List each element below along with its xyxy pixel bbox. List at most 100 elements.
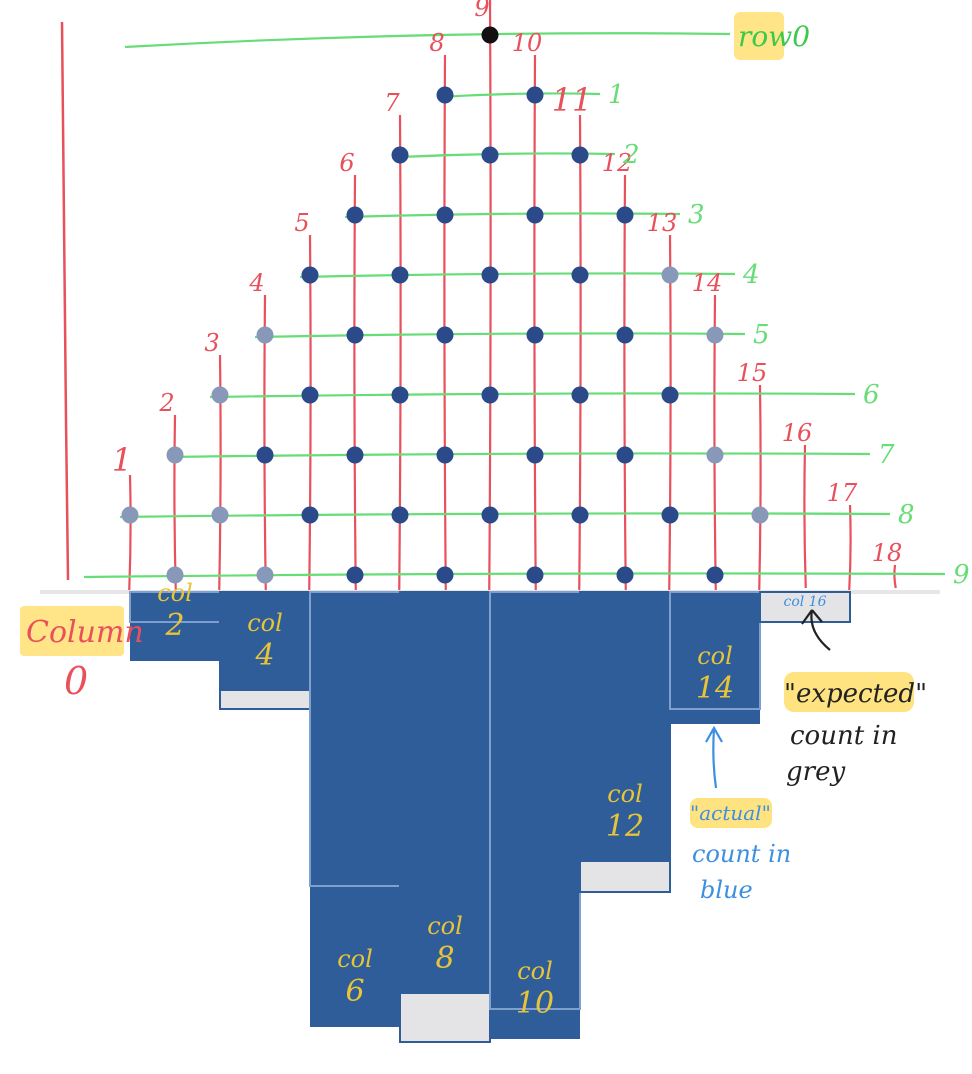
row-line-3 <box>344 212 681 219</box>
bin-label-col-8-word: col <box>427 912 463 940</box>
column-number-14: 14 <box>692 269 723 297</box>
peg-r9-c14 <box>706 566 724 584</box>
bar-actual-col-8 <box>400 592 490 994</box>
column-line-3 <box>218 354 222 591</box>
row-lines <box>83 32 946 579</box>
column-number-12: 12 <box>602 149 633 177</box>
bin-label-col-10-word: col <box>517 957 553 985</box>
column-line-10 <box>533 54 537 591</box>
column-line-7 <box>398 114 402 591</box>
column-line-9 <box>488 0 492 591</box>
row-number-7: 7 <box>878 440 895 470</box>
column-number-9: 9 <box>474 0 489 22</box>
peg-r7-c12 <box>616 446 634 464</box>
bin-label-col-6-word: col <box>337 945 373 973</box>
peg-r7-c6 <box>346 446 364 464</box>
peg-r6-c11 <box>571 386 589 404</box>
bar-expected-fill-col-8 <box>400 994 490 1042</box>
bar-actual-col-2 <box>130 592 220 661</box>
peg-r9-c12 <box>616 566 634 584</box>
bin-label-col-8-num: 8 <box>435 941 454 976</box>
actual-note-line-3: blue <box>700 876 753 904</box>
peg-r9-c6 <box>346 566 364 584</box>
peg-r8-c9 <box>481 506 499 524</box>
column-0-line <box>60 21 70 581</box>
column-number-16: 16 <box>782 419 813 447</box>
peg-r8-c3 <box>211 506 229 524</box>
column-line-16 <box>803 444 807 589</box>
bin-label-col-4-num: 4 <box>254 638 274 673</box>
peg-r6-c5 <box>301 386 319 404</box>
peg-r7-c8 <box>436 446 454 464</box>
peg-r6-c9 <box>481 386 499 404</box>
row-number-5: 5 <box>753 320 770 350</box>
row-number-1: 1 <box>608 80 625 110</box>
bar-expected-fill-col-16 <box>760 592 850 622</box>
expected-note-highlight <box>784 672 914 712</box>
bar-expected-outline-col-14 <box>669 591 761 710</box>
expected-note-line-3: grey <box>786 757 845 787</box>
column-line-15 <box>758 384 762 591</box>
row-line-5 <box>254 332 746 339</box>
bar-actual-col-10 <box>490 592 580 1039</box>
bar-expected-outline-col-12 <box>579 591 671 893</box>
row-number-6: 6 <box>863 380 880 410</box>
bin-label-col-4-word: col <box>247 609 283 637</box>
peg-r4-c11 <box>571 266 589 284</box>
peg-r7-c2 <box>166 446 184 464</box>
bar-actual-col-12 <box>580 592 670 862</box>
column-line-5 <box>308 234 312 591</box>
bar-actual-col-4 <box>220 592 310 691</box>
column-number-18: 18 <box>872 539 903 567</box>
peg-r9-c10 <box>526 566 544 584</box>
bin-label-col-10-num: 10 <box>516 986 554 1021</box>
histogram <box>129 591 851 1043</box>
expected-note-line-2: count in <box>790 721 897 751</box>
peg-r1-c8 <box>436 86 454 104</box>
peg-r7-c10 <box>526 446 544 464</box>
peg-r3-c6 <box>346 206 364 224</box>
row-0-label: row0 <box>738 20 810 53</box>
column-number-10: 10 <box>512 29 543 57</box>
column-number-6: 6 <box>339 149 354 177</box>
row-line-7 <box>169 452 871 459</box>
column-line-13 <box>668 234 672 591</box>
bin-label-col-12-word: col <box>607 780 643 808</box>
column-number-1: 1 <box>112 441 132 479</box>
bin-label-col-2-num: 2 <box>164 608 184 643</box>
peg-r6-c7 <box>391 386 409 404</box>
actual-note-arrow <box>705 725 723 789</box>
peg-r2-c11 <box>571 146 589 164</box>
bin-label-col-2-word: col <box>157 579 193 607</box>
peg-r4-c5 <box>301 266 319 284</box>
row-0-label-highlight <box>734 12 784 60</box>
peg-r3-c12 <box>616 206 634 224</box>
peg-r0-c9 <box>481 26 499 44</box>
bar-expected-outline-col-16 <box>759 591 851 623</box>
bin-label-col-16-word: col 16 <box>783 594 826 610</box>
column-number-8: 8 <box>429 29 444 57</box>
peg-r8-c1 <box>121 506 139 524</box>
peg-r9-c4 <box>256 566 274 584</box>
peg-r4-c13 <box>661 266 679 284</box>
column-line-17 <box>848 504 852 591</box>
column-number-7: 7 <box>384 89 400 117</box>
pegs <box>121 26 769 584</box>
bar-actual-col-14 <box>670 592 760 724</box>
column-line-8 <box>443 54 447 591</box>
bin-label-col-14-num: 14 <box>696 671 734 706</box>
row-line-8 <box>119 512 891 519</box>
column-number-3: 3 <box>204 329 219 357</box>
row-line-2 <box>399 152 616 159</box>
column-0-number: 0 <box>64 659 88 703</box>
column-line-12 <box>623 174 627 591</box>
row-number-2: 2 <box>622 140 640 170</box>
actual-note-highlight <box>690 798 772 828</box>
peg-r1-c10 <box>526 86 544 104</box>
peg-r7-c4 <box>256 446 274 464</box>
row-line-9 <box>83 572 946 579</box>
